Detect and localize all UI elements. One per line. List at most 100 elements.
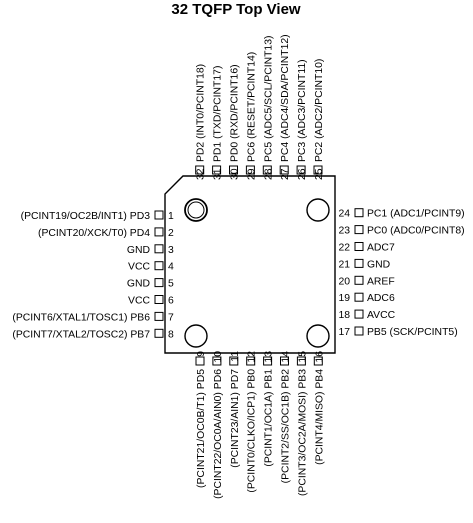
- pin-31-pad: [212, 165, 222, 175]
- pin-2-label: (PCINT20/XCK/T0) PD4: [38, 228, 150, 239]
- pin-3-label: GND: [127, 245, 150, 256]
- pin-21-number: 21: [338, 259, 350, 270]
- pin-9-label: (PCINT21/OC0B/T1) PD5: [196, 369, 207, 488]
- pin-30-label: PD0 (RXD/PCINT16): [230, 64, 241, 162]
- pin-15-number: 15: [297, 351, 308, 363]
- pin-14-number: 14: [281, 351, 292, 363]
- pin-13-number: 13: [264, 351, 275, 363]
- pin-18-label: AVCC: [367, 310, 396, 321]
- pin-15-label: (PCINT3/OC2A/MOSI) PB3: [297, 369, 308, 496]
- pin-4-pad: [154, 261, 164, 271]
- pin-26-pad: [296, 165, 306, 175]
- pin-24-number: 24: [338, 209, 350, 220]
- pins-left-side: (PCINT19/OC2B/INT1) PD3 1 (PCINT20/XCK/T0)…: [12, 210, 174, 340]
- pin-13-pad: [263, 356, 273, 366]
- pin-1-label: (PCINT19/OC2B/INT1) PD3: [21, 211, 151, 222]
- pin-19-label: ADC6: [367, 293, 395, 304]
- pin-12-label: (PCINT0/CLKO/ICP1) PB0: [247, 369, 258, 493]
- pin-32-number: 32: [196, 168, 207, 180]
- pin-9-pad: [195, 356, 205, 366]
- pin-22-number: 22: [338, 243, 350, 254]
- pin-3-pad: [154, 244, 164, 254]
- pin-21-label: GND: [367, 259, 390, 270]
- pin-27-label: PC4 (ADC4/SDA/PCINT12): [280, 34, 291, 162]
- pin-32-pad: [195, 165, 205, 175]
- pin-16-pad: [313, 356, 323, 366]
- pin-19-pad: [354, 292, 364, 302]
- pin-25-pad: [313, 165, 323, 175]
- pin-17-pad: [354, 326, 364, 336]
- pin-22-pad: [354, 242, 364, 251]
- pin-29-pad: [245, 165, 255, 175]
- pin-8-number: 8: [168, 329, 174, 340]
- pin-7-pad: [154, 311, 164, 321]
- pin-20-label: AREF: [367, 276, 395, 287]
- pin-24-pad: [354, 208, 364, 218]
- pin-7-number: 7: [168, 312, 174, 323]
- pin-28-number: 28: [263, 168, 274, 180]
- pin-26-number: 26: [297, 168, 308, 180]
- corner-mark-bottom-right: [306, 324, 330, 348]
- pin-31-label: PD1 (TXD/PCINT17): [213, 66, 224, 162]
- pin-1-pad: [154, 210, 164, 220]
- pin1-indicator-inner-ring: [187, 201, 205, 219]
- pin-21-pad: [354, 258, 364, 268]
- pin-11-pad: [229, 356, 239, 366]
- corner-mark-top-right: [306, 198, 330, 222]
- pin-15-pad: [296, 356, 306, 366]
- pin-8-label: (PCINT7/XTAL2/TOSC2) PB7: [12, 329, 150, 340]
- pin-14-pad: [280, 356, 289, 366]
- pins-top-side: 25 PC2 (ADC2/PCINT10) 26 PC3 (ADC3/PCINT11)…: [195, 34, 325, 180]
- pin-14-label: (PCINT2/SS/OC1B) PB2: [281, 369, 292, 484]
- pin-29-number: 29: [246, 168, 257, 180]
- pin-9-number: 9: [196, 351, 207, 357]
- pin-30-pad: [229, 165, 238, 175]
- pin-13-label: (PCINT1/OC1A) PB1: [264, 369, 275, 467]
- pin-24-label: PC1 (ADC1/PCINT9): [367, 209, 465, 220]
- pin-32-label: PD2 (INT0/PCINT18): [196, 64, 207, 162]
- pin-19-number: 19: [338, 293, 350, 304]
- pin-25-label: PC2 (ADC2/PCINT10): [314, 59, 325, 162]
- pin-17-number: 17: [338, 327, 350, 338]
- pin-10-number: 10: [213, 351, 224, 363]
- pin-18-number: 18: [338, 310, 350, 321]
- corner-mark-bottom-left: [184, 324, 208, 348]
- pin-1-number: 1: [168, 211, 174, 222]
- pin-5-pad: [154, 278, 164, 288]
- pin-26-label: PC3 (ADC3/PCINT11): [297, 59, 308, 162]
- pin-23-pad: [354, 225, 364, 235]
- pin-2-number: 2: [168, 228, 174, 239]
- pin-11-label: (PCINT23/AIN1) PD7: [230, 369, 241, 468]
- pin-23-number: 23: [338, 226, 350, 237]
- pin-23-label: PC0 (ADC0/PCINT8): [367, 226, 465, 237]
- pin-30-number: 30: [230, 168, 241, 180]
- diagram-title: 32 TQFP Top View: [171, 1, 301, 18]
- pin-12-number: 12: [247, 351, 258, 363]
- pin1-indicator-dot: [184, 198, 208, 222]
- pin-8-pad: [154, 328, 164, 338]
- pin-27-pad: [279, 165, 289, 175]
- pins-bottom-side: 9(PCINT21/OC0B/T1) PD510(PCINT22/OC0A/AI…: [195, 351, 325, 499]
- pin-6-pad: [154, 295, 164, 304]
- pin-5-number: 5: [168, 279, 174, 290]
- pin-4-label: VCC: [128, 262, 150, 273]
- pin-6-label: VCC: [128, 296, 150, 307]
- pin-12-pad: [246, 356, 256, 366]
- pin-22-label: ADC7: [367, 243, 395, 254]
- chip-package-outline: [164, 175, 336, 354]
- pin-29-label: PC6 (RESET/PCINT14): [246, 52, 257, 162]
- pin-25-number: 25: [314, 168, 325, 180]
- pin-27-number: 27: [280, 168, 291, 180]
- pin-11-number: 11: [230, 351, 241, 362]
- pin-6-number: 6: [168, 296, 174, 307]
- pin-28-label: PC5 (ADC5/SCL/PCINT13): [263, 36, 274, 162]
- pin-20-number: 20: [338, 276, 350, 287]
- pin-10-pad: [212, 356, 222, 366]
- pin-4-number: 4: [168, 262, 174, 273]
- pin-31-number: 31: [213, 168, 224, 180]
- pin-28-pad: [262, 165, 272, 175]
- pin-7-label: (PCINT6/XTAL1/TOSC1) PB6: [12, 312, 150, 323]
- pin-3-number: 3: [168, 245, 174, 256]
